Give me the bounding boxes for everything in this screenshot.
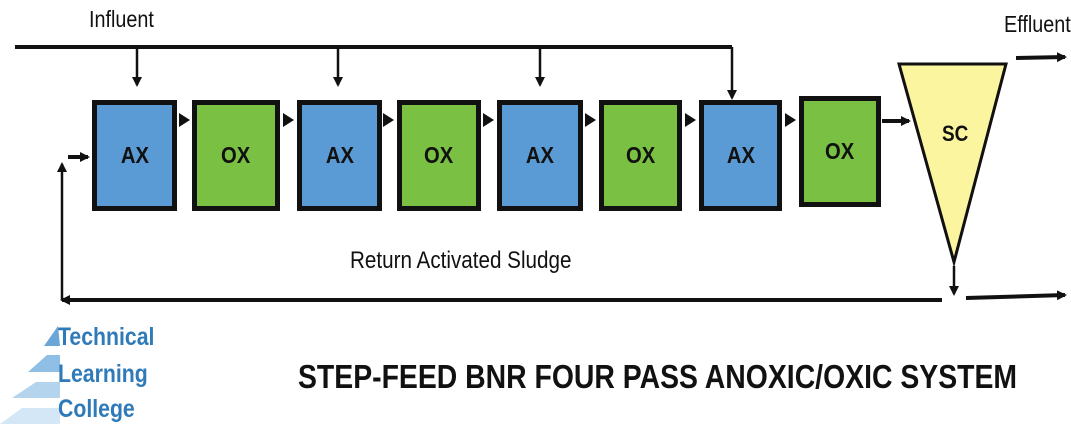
flow-triangle-6	[685, 113, 696, 127]
flow-triangle-3	[383, 113, 394, 127]
flow-triangle-1	[179, 113, 190, 127]
tank-oxic-1: OX	[192, 100, 280, 211]
tank-oxic-2: OX	[397, 100, 481, 211]
tank-anoxic-3: AX	[497, 100, 583, 211]
college-logo-graphic	[0, 326, 60, 424]
ras-label: Return Activated Sludge	[350, 247, 572, 274]
effluent-label: Effluent	[1004, 11, 1071, 37]
waste-sludge-arrow	[965, 290, 1067, 301]
logo-line-learning: Learning	[58, 360, 148, 388]
clarifier-label: SC	[942, 121, 969, 146]
tank-anoxic-1: AX	[92, 100, 177, 211]
influent-label: Influent	[89, 6, 154, 32]
logo-line-technical: Technical	[58, 323, 155, 351]
tank-anoxic-4: AX	[699, 100, 782, 211]
secondary-clarifier	[897, 62, 1008, 268]
tank-anoxic-2: AX	[297, 100, 382, 211]
flow-triangle-4	[483, 113, 494, 127]
flow-triangle-5	[585, 113, 596, 127]
flow-triangle-7	[785, 113, 796, 127]
logo-line-college: College	[58, 395, 135, 423]
effluent-arrow	[1015, 52, 1067, 63]
diagram-title: STEP-FEED BNR FOUR PASS ANOXIC/OXIC SYST…	[298, 358, 1018, 395]
flow-triangle-2	[283, 113, 294, 127]
tank-oxic-3: OX	[599, 100, 682, 211]
tank-oxic-4: OX	[799, 96, 881, 207]
